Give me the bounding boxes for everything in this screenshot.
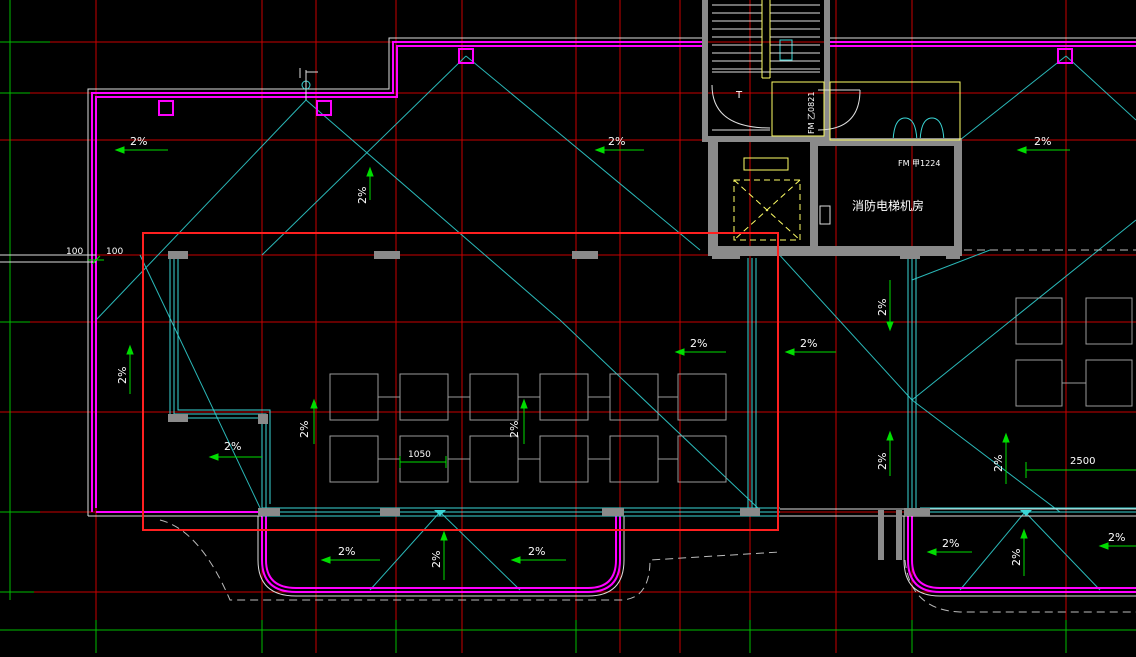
room-name-label: 消防电梯机房 xyxy=(852,198,924,213)
roof-drains xyxy=(158,48,1073,116)
slope-label: 2% xyxy=(508,421,521,438)
slope-label: 2% xyxy=(876,299,889,316)
dimension-ticks xyxy=(88,255,1136,478)
slope-label: 2% xyxy=(690,337,707,350)
stair-label: T xyxy=(735,90,743,101)
outer-wall-magenta xyxy=(91,41,1136,593)
slope-label: 2% xyxy=(800,337,817,350)
pipe-marker xyxy=(299,68,318,100)
selection-box[interactable] xyxy=(142,232,779,531)
dashed-outline xyxy=(159,249,1136,613)
slope-label: 2% xyxy=(298,421,311,438)
slope-label: 2% xyxy=(992,455,1005,472)
slope-label: 2% xyxy=(528,545,545,558)
slope-label: 2% xyxy=(1108,531,1125,544)
slope-label: 2% xyxy=(356,187,369,204)
dimension-100-right: 100 xyxy=(106,247,123,257)
slope-label: 2% xyxy=(1010,549,1023,566)
slope-label: 2% xyxy=(116,367,129,384)
slope-label: 2% xyxy=(430,551,443,568)
equipment-boxes xyxy=(329,297,1133,483)
dimension-1050: 1050 xyxy=(408,450,431,460)
stair-core xyxy=(702,0,962,256)
slope-label: 2% xyxy=(1034,135,1051,148)
slope-label: 2% xyxy=(876,453,889,470)
slope-label: 2% xyxy=(608,135,625,148)
door-label-fm1224: FM 甲1224 xyxy=(898,159,940,168)
dimension-2500: 2500 xyxy=(1070,456,1095,467)
slope-arrows xyxy=(114,146,1136,580)
wall-lines-white xyxy=(0,37,1136,597)
dimension-100-left: 100 xyxy=(66,247,83,257)
door-label-fm0821: FM 乙0821 xyxy=(807,92,816,134)
slope-label: 2% xyxy=(224,440,241,453)
slope-label: 2% xyxy=(130,135,147,148)
slope-label: 2% xyxy=(942,537,959,550)
slope-label: 2% xyxy=(338,545,355,558)
slope-labels: 2% 2% 2% 2% 2% 2% 2% 2% 2% 2% 2% 2% 2% 2… xyxy=(116,135,1125,568)
